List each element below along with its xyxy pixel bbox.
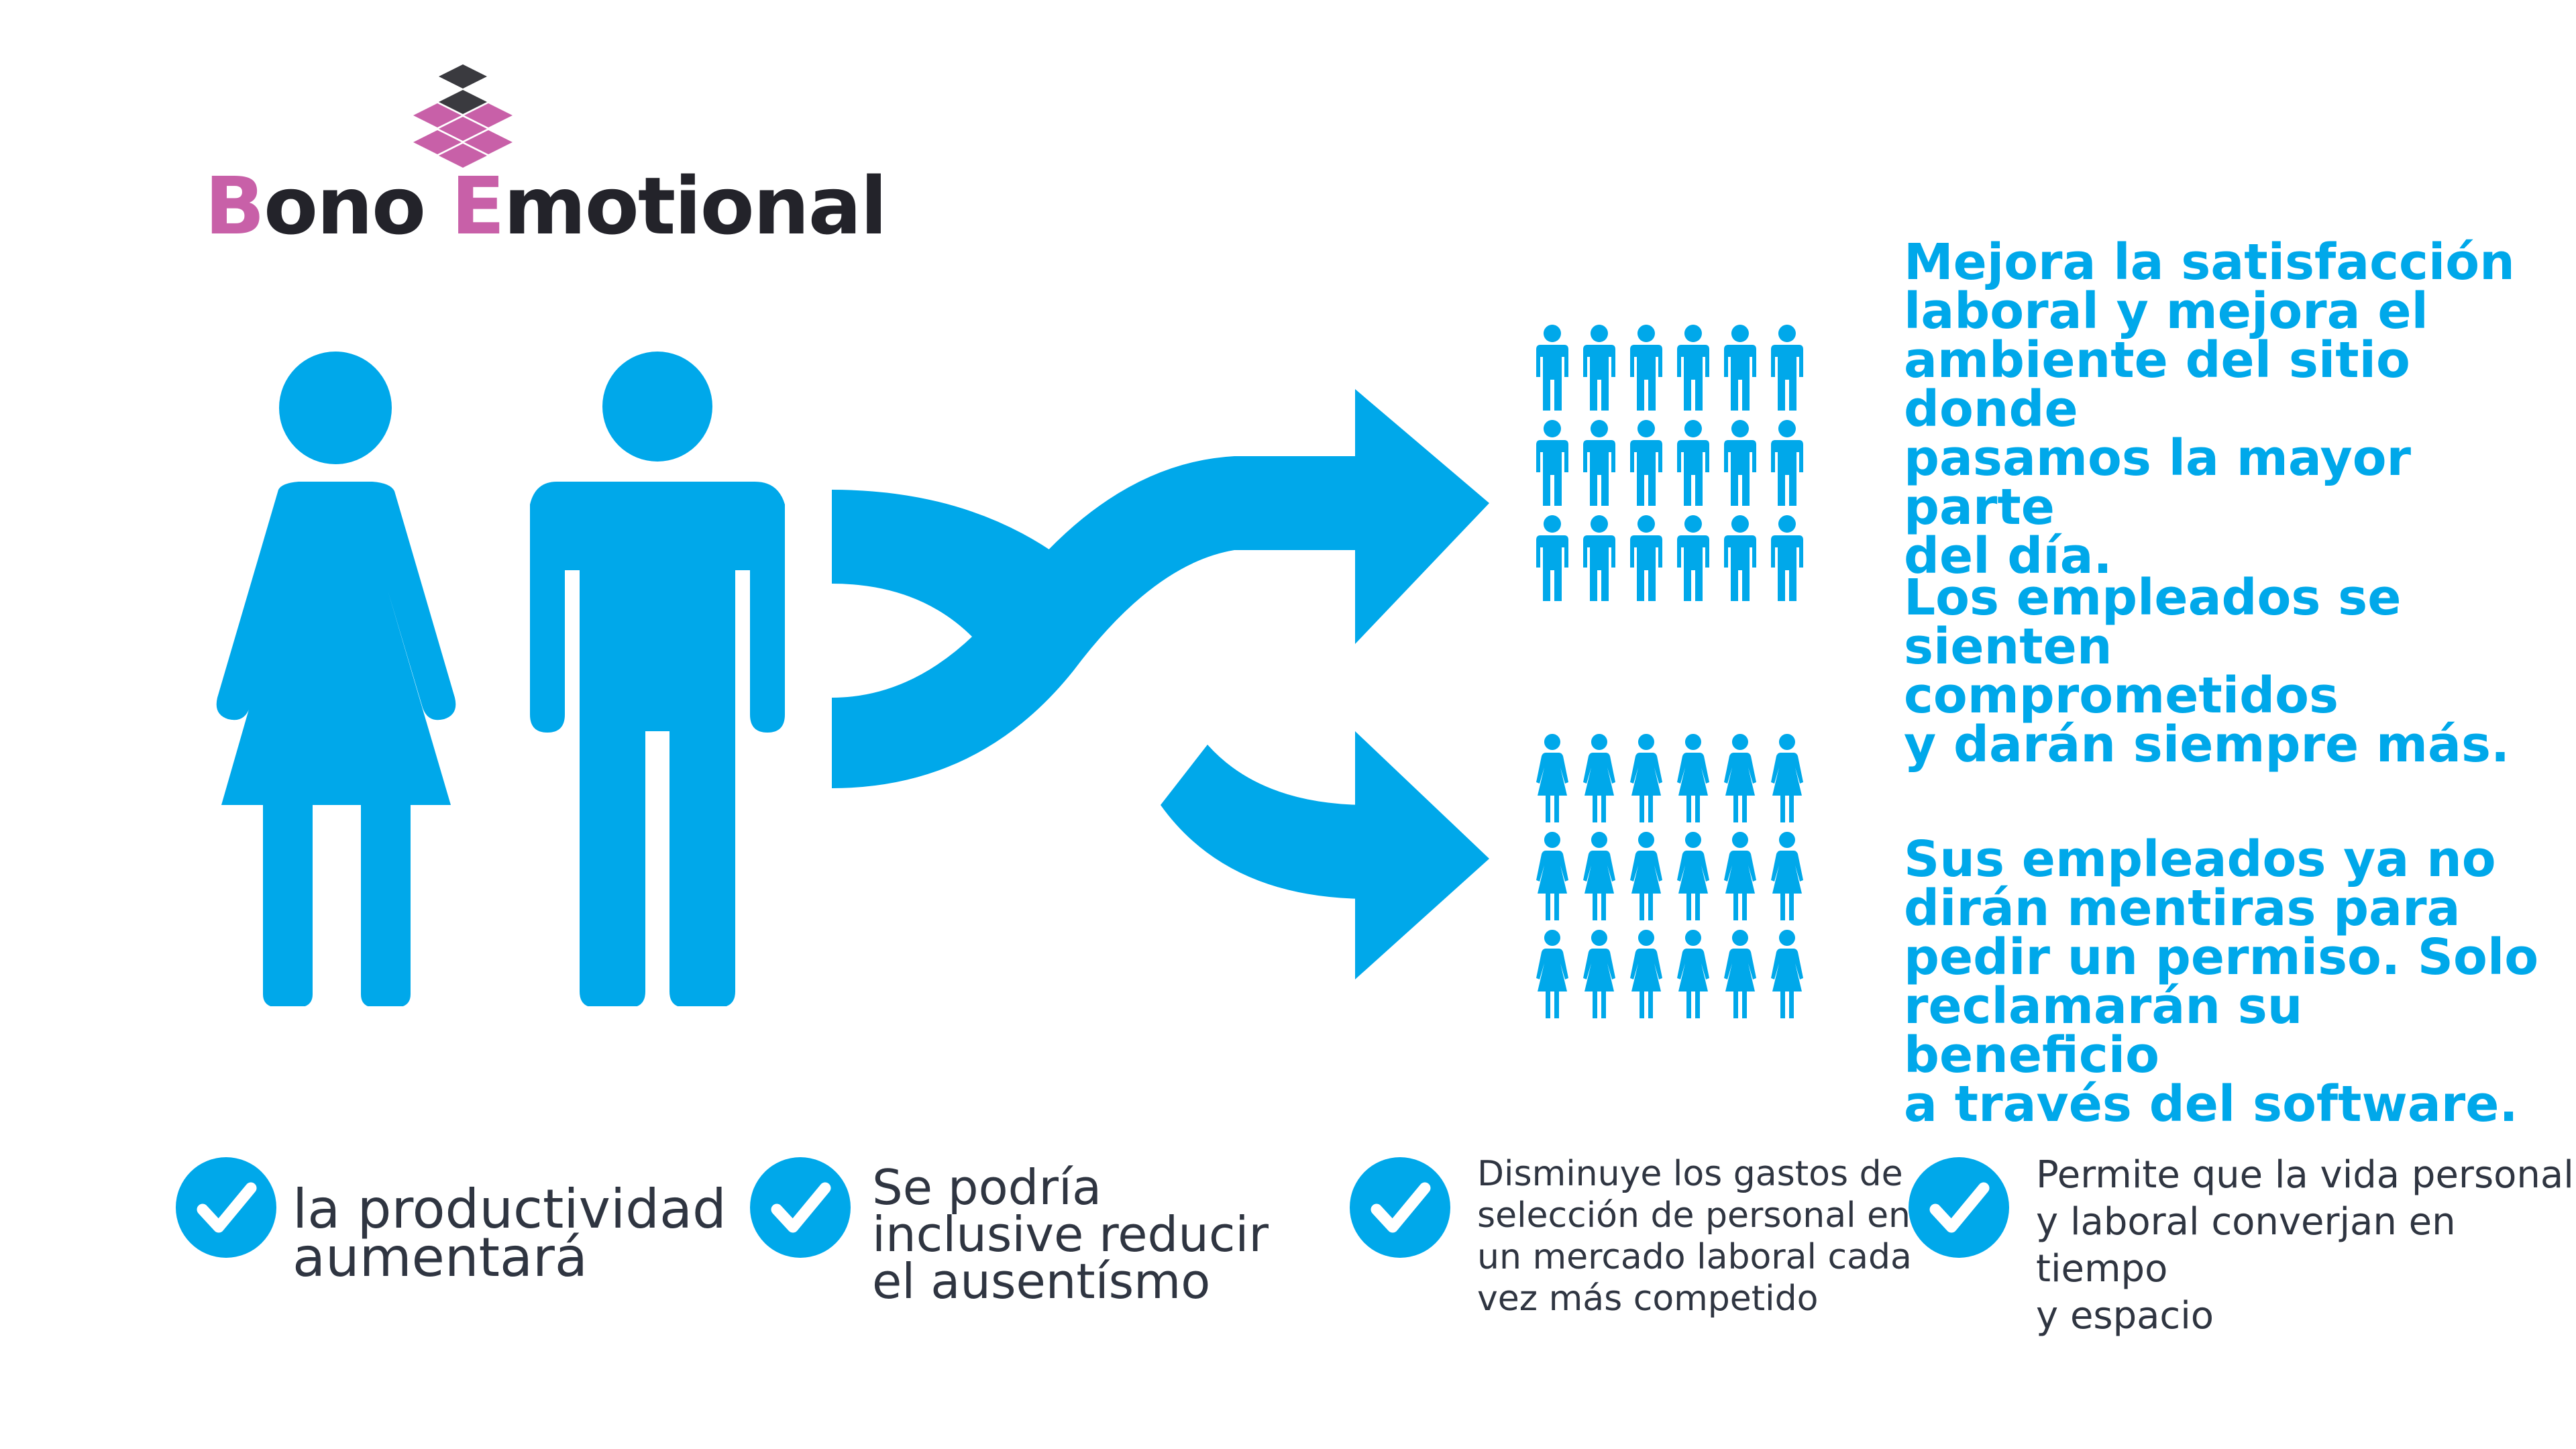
checkmark-circle-icon: [750, 1157, 851, 1258]
benefit-hiring-costs: Disminuye los gastos de selección de per…: [1350, 1154, 1912, 1320]
checkmark-circle-icon: [176, 1157, 276, 1258]
woman-small-icon: [1630, 930, 1662, 1018]
benefit-text: la productividad aumentará: [292, 1178, 727, 1289]
woman-small-icon: [1677, 832, 1709, 920]
woman-small-icon: [1771, 734, 1803, 822]
woman-small-icon: [1677, 734, 1709, 822]
man-small-icon: [1677, 420, 1709, 506]
woman-small-icon: [1536, 930, 1568, 1018]
benefit-absenteeism: Se podría inclusive reducir el ausentísm…: [750, 1157, 1269, 1305]
woman-small-icon: [1583, 832, 1615, 920]
checkmark-circle-icon: [1909, 1157, 2009, 1258]
man-small-icon: [1771, 515, 1803, 601]
man-small-icon: [1630, 515, 1662, 601]
message-commitment: Los empleados se sienten comprometidos y…: [1904, 569, 2510, 773]
man-small-icon: [1630, 420, 1662, 506]
man-small-icon: [1724, 325, 1756, 411]
woman-small-icon: [1724, 734, 1756, 822]
man-small-icon: [1536, 515, 1568, 601]
woman-small-icon: [1630, 832, 1662, 920]
woman-small-icon: [1724, 930, 1756, 1018]
benefit-text: Se podría inclusive reducir el ausentísm…: [872, 1159, 1269, 1309]
man-small-icon: [1630, 325, 1662, 411]
woman-small-icon: [1583, 734, 1615, 822]
woman-small-icon: [1536, 734, 1568, 822]
people-figures: [216, 352, 785, 1006]
female-people-grid-icon: [1536, 734, 1803, 1018]
man-small-icon: [1583, 515, 1615, 601]
benefit-productivity: la productividad aumentará: [176, 1157, 727, 1289]
male-people-grid-icon: [1536, 325, 1803, 601]
woman-small-icon: [1630, 734, 1662, 822]
man-small-icon: [1771, 420, 1803, 506]
man-small-icon: [1724, 515, 1756, 601]
man-small-icon: [1536, 325, 1568, 411]
shuffle-arrows-icon: [832, 389, 1489, 979]
woman-icon: [216, 352, 456, 1006]
woman-small-icon: [1677, 930, 1709, 1018]
man-small-icon: [1677, 515, 1709, 601]
woman-small-icon: [1536, 832, 1568, 920]
checkmark-circle-icon: [1350, 1157, 1450, 1258]
logo-mark-icon: [413, 64, 513, 168]
woman-small-icon: [1771, 930, 1803, 1018]
benefit-work-life: Permite que la vida personal y laboral c…: [1909, 1153, 2576, 1340]
man-icon: [530, 352, 785, 1006]
woman-small-icon: [1583, 930, 1615, 1018]
message-honesty: Sus empleados ya no dirán mentiras para …: [1904, 830, 2539, 1133]
brand-word-1: ono: [263, 160, 451, 252]
man-small-icon: [1583, 325, 1615, 411]
brand-initial-b: B: [205, 160, 265, 252]
brand-word-2: motional: [503, 160, 888, 252]
brand-initial-e: E: [451, 160, 505, 252]
man-small-icon: [1677, 325, 1709, 411]
man-small-icon: [1724, 420, 1756, 506]
benefit-text: Permite que la vida personal y laboral c…: [2036, 1153, 2574, 1338]
message-satisfaction: Mejora la satisfacción laboral y mejora …: [1904, 233, 2515, 585]
benefit-text: Disminuye los gastos de selección de per…: [1477, 1154, 1912, 1319]
man-small-icon: [1771, 325, 1803, 411]
man-small-icon: [1536, 420, 1568, 506]
brand-name: Bono Emotional: [205, 160, 888, 252]
woman-small-icon: [1771, 832, 1803, 920]
woman-small-icon: [1724, 832, 1756, 920]
man-small-icon: [1583, 420, 1615, 506]
